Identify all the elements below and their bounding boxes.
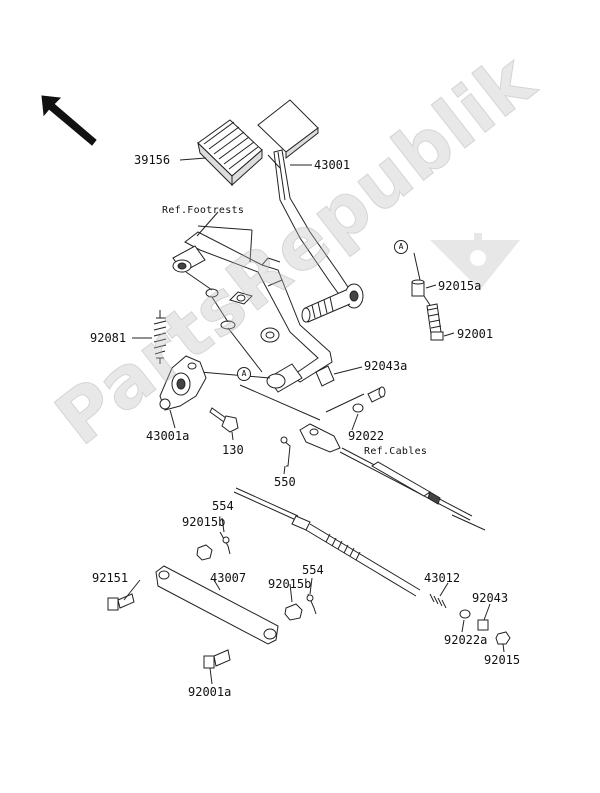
- cotter-pin-554-top: [219, 531, 231, 555]
- label-ref-cables: Ref.Cables: [364, 446, 428, 457]
- label-130: 130: [222, 443, 244, 457]
- cotter-pin-550: [280, 436, 291, 467]
- pin-92043a: [367, 386, 386, 403]
- gear-watermark-icon: [430, 233, 520, 290]
- bolt-92015a: [411, 279, 425, 297]
- label-554-mid: 554: [302, 563, 324, 577]
- bolt-92001a: [203, 649, 231, 669]
- label-92015a: 92015a: [438, 279, 482, 293]
- label-43001a: 43001a: [146, 429, 190, 443]
- brake-link-lever: [155, 565, 279, 645]
- label-92015b-top: 92015b: [182, 515, 226, 529]
- small-washers: [205, 288, 253, 330]
- label-92151: 92151: [92, 571, 129, 585]
- label-92081: 92081: [90, 331, 127, 345]
- brake-pivot-arm: [159, 355, 207, 411]
- label-43001: 43001: [314, 158, 351, 172]
- bolt-92001: [426, 303, 444, 341]
- bolt-92151: [107, 593, 135, 611]
- footrest-bracket: [172, 225, 335, 393]
- pedal-pad-rubber: [197, 119, 263, 187]
- washer-92022: [352, 403, 364, 413]
- label-43012: 43012: [424, 571, 461, 585]
- cotter-pin-554-mid: [306, 593, 317, 615]
- label-92022a: 92022a: [444, 633, 488, 647]
- label-92001a: 92001a: [188, 685, 232, 699]
- cable-clevis: [299, 423, 341, 453]
- callout-a-right: A: [394, 240, 408, 254]
- label-92015b-mid: 92015b: [268, 577, 312, 591]
- nut-92015b-top: [196, 544, 213, 561]
- label-92043a: 92043a: [364, 359, 408, 373]
- label-43007: 43007: [210, 571, 247, 585]
- brake-pedal: [257, 99, 364, 323]
- washer-92022a: [459, 609, 471, 619]
- label-554-top: 554: [212, 499, 234, 513]
- front-direction-arrow-icon: [41, 95, 97, 146]
- brake-rod: [233, 487, 421, 597]
- rod-spring: [429, 593, 447, 609]
- return-spring: [153, 310, 167, 364]
- pin-92043: [477, 619, 489, 631]
- callout-a-left: A: [237, 367, 251, 381]
- nut-92015b-mid: [284, 603, 303, 621]
- nut-92015: [495, 631, 511, 645]
- label-550: 550: [274, 475, 296, 489]
- label-92043: 92043: [472, 591, 509, 605]
- label-92015: 92015: [484, 653, 521, 667]
- label-ref-footrests: Ref.Footrests: [162, 205, 245, 216]
- brake-cable-upper: [339, 447, 486, 531]
- label-92001: 92001: [457, 327, 494, 341]
- label-39156: 39156: [134, 153, 171, 167]
- bolt-130: [209, 407, 239, 433]
- label-92022: 92022: [348, 429, 385, 443]
